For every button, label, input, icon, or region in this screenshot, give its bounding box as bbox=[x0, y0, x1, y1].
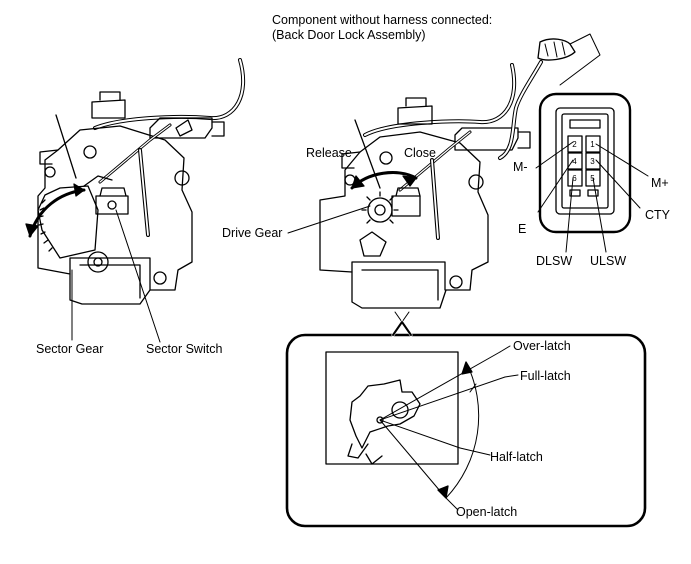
release-label: Release bbox=[306, 146, 352, 160]
pin-4: 4 bbox=[572, 157, 577, 166]
connector-callout bbox=[498, 33, 649, 253]
sector-switch-label: Sector Switch bbox=[146, 342, 223, 356]
e-label: E bbox=[518, 222, 527, 236]
m-minus-label: M- bbox=[513, 160, 528, 174]
m-plus-label: M+ bbox=[651, 176, 669, 190]
cty-label: CTY bbox=[645, 208, 670, 222]
center-lock-assembly bbox=[287, 63, 531, 323]
pin-5: 5 bbox=[590, 174, 595, 183]
header-line-1: Component without harness connected: bbox=[272, 13, 493, 27]
pin-1: 1 bbox=[590, 140, 595, 149]
dlsw-label: DLSW bbox=[536, 254, 573, 268]
pin-6: 6 bbox=[572, 174, 577, 183]
latch-detail-callout bbox=[285, 320, 647, 528]
ulsw-label: ULSW bbox=[590, 254, 627, 268]
half-latch-label: Half-latch bbox=[490, 450, 543, 464]
close-label: Close bbox=[404, 146, 436, 160]
full-latch-label: Full-latch bbox=[520, 369, 571, 383]
sector-gear-label: Sector Gear bbox=[36, 342, 104, 356]
header-line-2: (Back Door Lock Assembly) bbox=[272, 28, 426, 42]
open-latch-label: Open-latch bbox=[456, 505, 518, 519]
over-latch-label: Over-latch bbox=[513, 339, 571, 353]
drive-gear-label: Drive Gear bbox=[222, 226, 283, 240]
pin-2: 2 bbox=[572, 140, 577, 149]
left-lock-assembly bbox=[25, 58, 246, 343]
pin-3: 3 bbox=[590, 157, 595, 166]
